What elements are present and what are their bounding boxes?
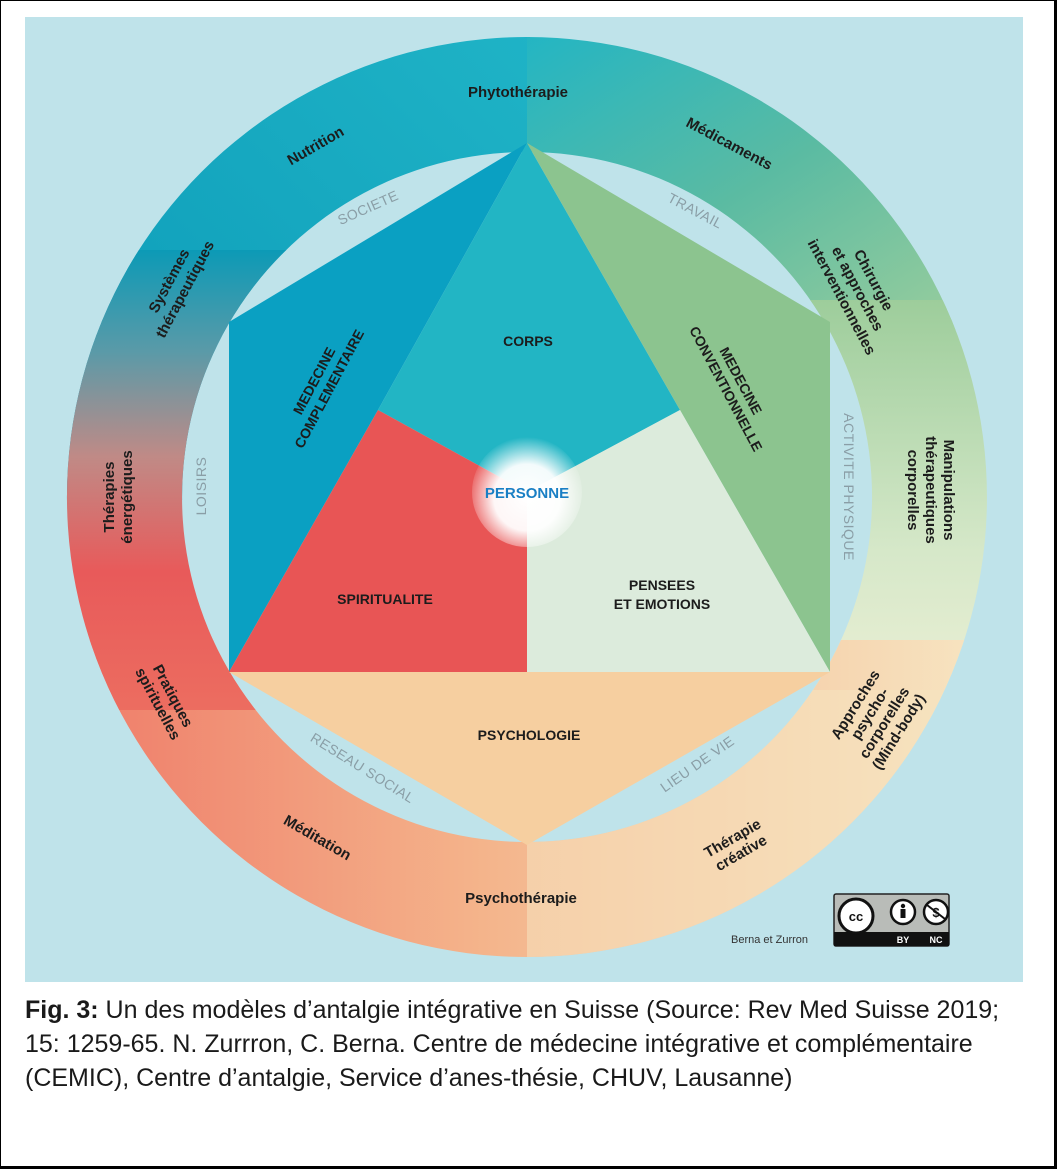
integrative-medicine-diagram: PERSONNE Phytothérapie Médicaments Chiru…: [66, 37, 987, 957]
ring-label-phytotherapie: Phytothérapie: [468, 84, 568, 101]
sector-label-corps: CORPS: [503, 333, 553, 349]
attribution-head: [900, 903, 906, 909]
ring-label-therapies-energetiques: Thérapies énergétiques: [101, 450, 136, 543]
caption-label: Fig. 3:: [25, 996, 99, 1024]
sector-spiritualite: [229, 410, 527, 672]
sector-medecine-conventionnelle: [527, 143, 830, 672]
ring-label-line: Thérapies: [101, 462, 118, 533]
cc-icon-glyph: cc: [849, 909, 863, 924]
credit-text: Berna et Zurron: [731, 934, 808, 946]
sector-pensees-emotions: [527, 410, 830, 672]
ring-label-line: corporelles: [904, 450, 921, 531]
personne-bubble: [472, 437, 582, 547]
sector-label-psychologie: PSYCHOLOGIE: [478, 727, 581, 743]
sector-corps: [378, 143, 680, 492]
license-term-nc: NC: [930, 935, 943, 945]
frame-edge: [1055, 0, 1057, 1169]
context-label-activite-physique: ACTIVITE PHYSIQUE: [841, 413, 857, 561]
ring-label-manipulations: Manipulations thérapeutiques corporelles: [904, 436, 957, 544]
ring-label-line: Manipulations: [940, 440, 957, 541]
cc-icon: [837, 897, 875, 935]
sector-medecine-complementaire: [229, 143, 527, 672]
attribution-body: [900, 909, 906, 918]
ring-label-line: énergétiques: [119, 450, 136, 543]
sector-label-pensees-emotions: PENSEES ET EMOTIONS: [614, 577, 710, 612]
cc-license-badge: cc $ BY NC: [833, 893, 950, 947]
sector-label-line: ET EMOTIONS: [614, 596, 710, 612]
sector-label-spiritualite: SPIRITUALITE: [337, 591, 433, 607]
figure-caption: Fig. 3: Un des modèles d’antalgie intégr…: [25, 993, 1025, 1095]
sector-label-line: PENSEES: [629, 577, 695, 593]
center-label: PERSONNE: [485, 485, 569, 502]
ring-label-line: thérapeutiques: [922, 436, 939, 544]
caption-text: Un des modèles d’antalgie intégrative en…: [25, 996, 1000, 1092]
ring-label-psychotherapie: Psychothérapie: [465, 890, 577, 907]
noncommercial-strike: [926, 904, 946, 920]
context-label-loisirs: LOISIRS: [193, 457, 209, 516]
sector-psychologie: [229, 672, 830, 845]
license-term-by: BY: [897, 935, 910, 945]
cc-badge-strip: [834, 932, 949, 946]
frame-edge: [0, 1167, 1057, 1169]
